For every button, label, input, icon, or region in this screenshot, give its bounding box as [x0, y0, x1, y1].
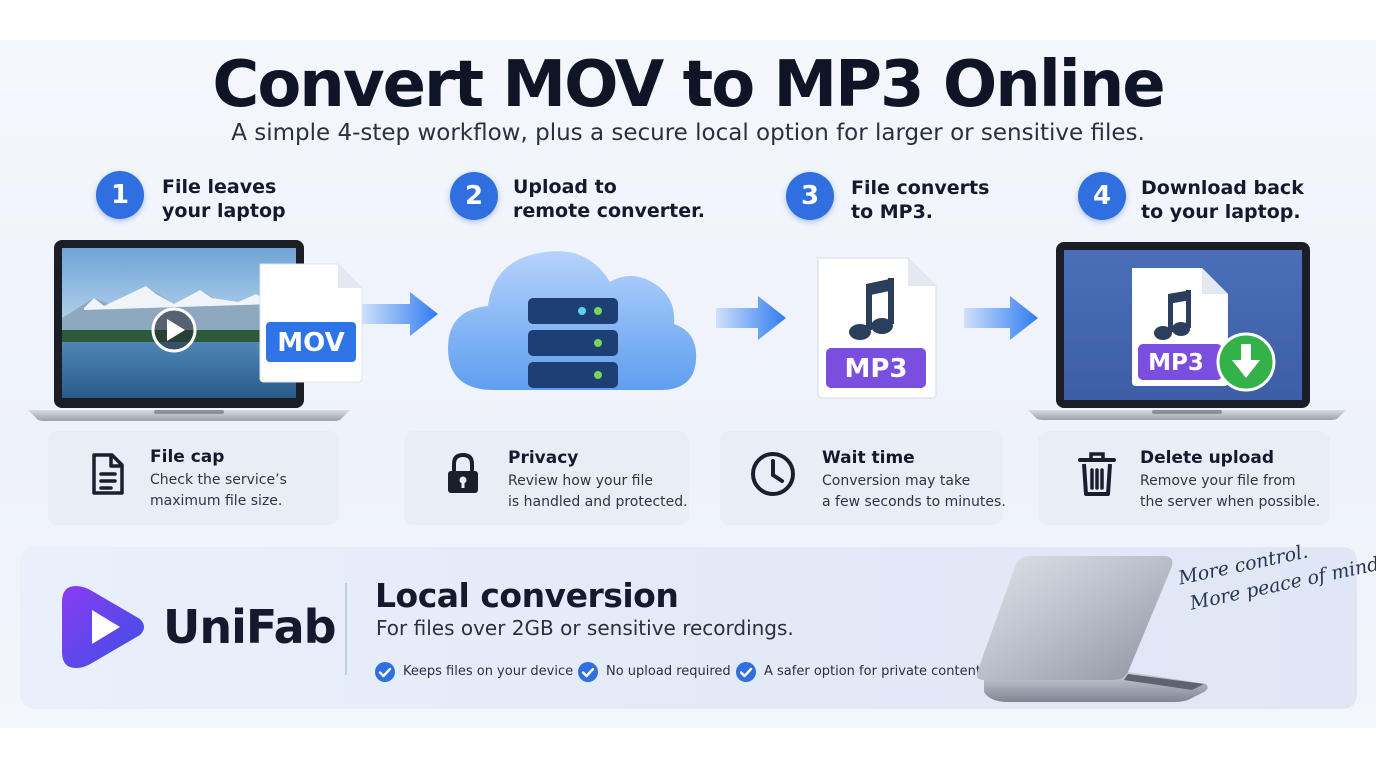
- arrow-right-icon: [964, 296, 1038, 340]
- check-circle-icon: [578, 662, 598, 682]
- arrow-right-icon: [716, 296, 786, 340]
- local-conversion-subtitle: For files over 2GB or sensitive recordin…: [376, 616, 794, 640]
- mp3-badge: MP3: [1148, 350, 1204, 376]
- feature-label: No upload required: [606, 664, 731, 679]
- cloud-server-icon: [448, 251, 697, 390]
- info-card-title: Delete upload: [1140, 448, 1274, 468]
- info-card-line1: Conversion may take: [822, 473, 971, 489]
- info-card-privacy: Privacy Review how your file is handled …: [404, 431, 689, 525]
- info-card-line2: maximum file size.: [150, 493, 283, 509]
- info-card-description: Check the service’s maximum file size.: [150, 470, 380, 512]
- laptop-with-video-icon: MOV: [28, 240, 363, 421]
- step-4-number: 4: [1078, 172, 1126, 220]
- clock-icon: [751, 452, 795, 496]
- info-card-description: Review how your file is handled and prot…: [508, 471, 738, 513]
- info-card-delete-upload: Delete upload Remove your file from the …: [1038, 431, 1330, 525]
- info-card-title: Wait time: [822, 448, 915, 468]
- unifab-logo-icon: [62, 586, 144, 668]
- info-card-line2: is handled and protected.: [508, 494, 688, 510]
- info-card-file-cap: File cap Check the service’s maximum fil…: [48, 431, 339, 525]
- laptop-download-icon: MP3: [1028, 242, 1346, 420]
- step-2-label-line1: Upload to: [513, 176, 617, 198]
- trash-icon: [1078, 452, 1116, 496]
- step-3-label-line2: to MP3.: [851, 201, 934, 223]
- info-card-title: File cap: [150, 447, 225, 467]
- mov-badge: MOV: [277, 328, 344, 358]
- mp3-badge: MP3: [844, 354, 907, 384]
- step-4-label-line1: Download back: [1141, 177, 1304, 199]
- feature-label: A safer option for private content: [764, 664, 981, 679]
- page-title: Convert MOV to MP3 Online: [212, 48, 1165, 122]
- step-1-label-line1: File leaves: [162, 176, 277, 198]
- step-1-label: File leaves your laptop: [162, 175, 382, 223]
- info-card-description: Remove your file from the server when po…: [1140, 471, 1370, 513]
- brand-name: UniFab: [163, 600, 337, 654]
- step-4-label-line2: to your laptop.: [1141, 201, 1301, 223]
- info-card-line1: Review how your file: [508, 473, 653, 489]
- step-3-number: 3: [786, 172, 834, 220]
- info-card-line2: the server when possible.: [1140, 494, 1321, 510]
- step-3-label: File converts to MP3.: [851, 176, 1071, 224]
- check-circle-icon: [375, 662, 395, 682]
- laptop-icon: [976, 556, 1208, 702]
- info-card-wait-time: Wait time Conversion may take a few seco…: [720, 431, 1006, 525]
- step-1-label-line2: your laptop: [162, 200, 286, 222]
- info-card-line1: Remove your file from: [1140, 473, 1296, 489]
- banner-divider: [345, 583, 347, 675]
- step-4-label: Download back to your laptop.: [1141, 176, 1361, 224]
- info-card-line1: Check the service’s: [150, 472, 287, 488]
- music-file-icon: MP3: [817, 257, 937, 399]
- step-1-number: 1: [96, 171, 144, 219]
- check-circle-icon: [736, 662, 756, 682]
- info-card-description: Conversion may take a few seconds to min…: [822, 471, 1052, 513]
- local-conversion-title: Local conversion: [375, 576, 679, 615]
- arrow-right-icon: [362, 292, 438, 336]
- document-icon: [92, 453, 124, 495]
- step-2-label-line2: remote converter.: [513, 200, 706, 222]
- feature-label: Keeps files on your device: [403, 664, 574, 679]
- info-card-line2: a few seconds to minutes.: [822, 494, 1006, 510]
- step-3-label-line1: File converts: [851, 177, 990, 199]
- info-card-title: Privacy: [508, 448, 579, 468]
- lock-icon: [448, 452, 478, 493]
- page-subtitle: A simple 4-step workflow, plus a secure …: [231, 120, 1145, 146]
- step-2-label: Upload to remote converter.: [513, 175, 733, 223]
- step-2-number: 2: [450, 172, 498, 220]
